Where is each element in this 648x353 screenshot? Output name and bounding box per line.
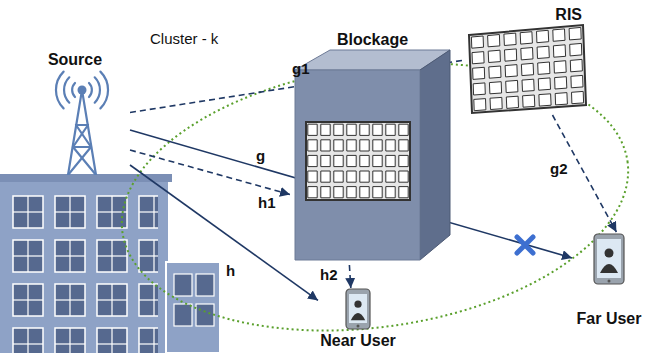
base-station: Source (20, 50, 130, 175)
user-phone: Near User (318, 288, 398, 350)
channel-label: h1 (258, 194, 276, 212)
node-label: Far User (577, 309, 642, 328)
node-label: RIS (555, 5, 582, 24)
channel-label: h2 (320, 266, 338, 284)
user-phone: Far User (572, 232, 646, 328)
channel-label: h (226, 262, 235, 280)
base-station-icon (20, 50, 130, 175)
channel-label: g2 (550, 160, 568, 178)
ris-panel: RIS (465, 5, 590, 115)
node-label: Near User (320, 331, 396, 350)
blockage-block: Blockage (290, 30, 455, 265)
reflected-link (349, 265, 350, 288)
cluster-label: Cluster - k (150, 30, 218, 48)
node-label: Source (48, 50, 102, 69)
blockage-block-icon (290, 30, 455, 265)
reflected-link (553, 115, 617, 232)
cluster-ellipse (104, 33, 645, 353)
node-label: Blockage (337, 30, 408, 49)
reflected-link (130, 150, 290, 195)
direct-link (130, 165, 318, 300)
channel-label: g (256, 147, 265, 165)
building (0, 174, 220, 353)
